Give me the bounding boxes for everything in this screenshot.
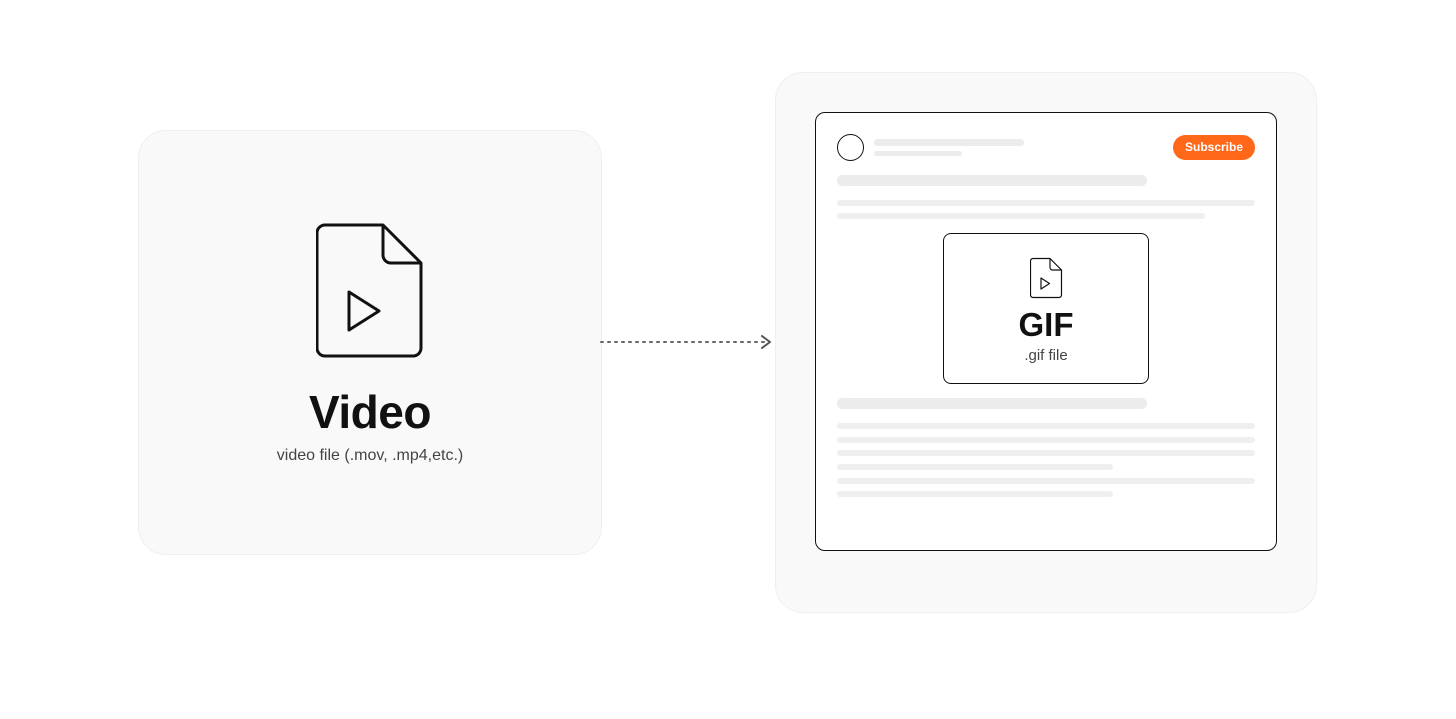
avatar <box>837 134 864 161</box>
text-line-placeholder <box>837 478 1255 484</box>
post-title-placeholder <box>837 175 1147 186</box>
gif-title: GIF <box>1018 306 1074 343</box>
text-line-placeholder <box>837 464 1113 470</box>
video-subtitle: video file (.mov, .mp4,etc.) <box>276 447 464 464</box>
text-line-placeholder <box>837 450 1255 456</box>
arrow-right-icon <box>600 335 771 349</box>
author-name-placeholder <box>874 139 1024 146</box>
text-line-placeholder <box>837 200 1255 206</box>
video-file-icon <box>316 223 423 358</box>
text-line-placeholder <box>837 491 1113 497</box>
text-line-placeholder <box>837 213 1205 219</box>
text-line-placeholder <box>837 437 1255 443</box>
author-meta-placeholder <box>874 151 962 156</box>
source-panel <box>138 130 602 555</box>
section-heading-placeholder <box>837 398 1147 409</box>
subscribe-button[interactable]: Subscribe <box>1173 135 1255 160</box>
gif-subtitle: .gif file <box>1024 347 1068 364</box>
video-file-icon <box>1030 257 1063 299</box>
text-line-placeholder <box>837 423 1255 429</box>
video-title: Video <box>309 386 431 438</box>
